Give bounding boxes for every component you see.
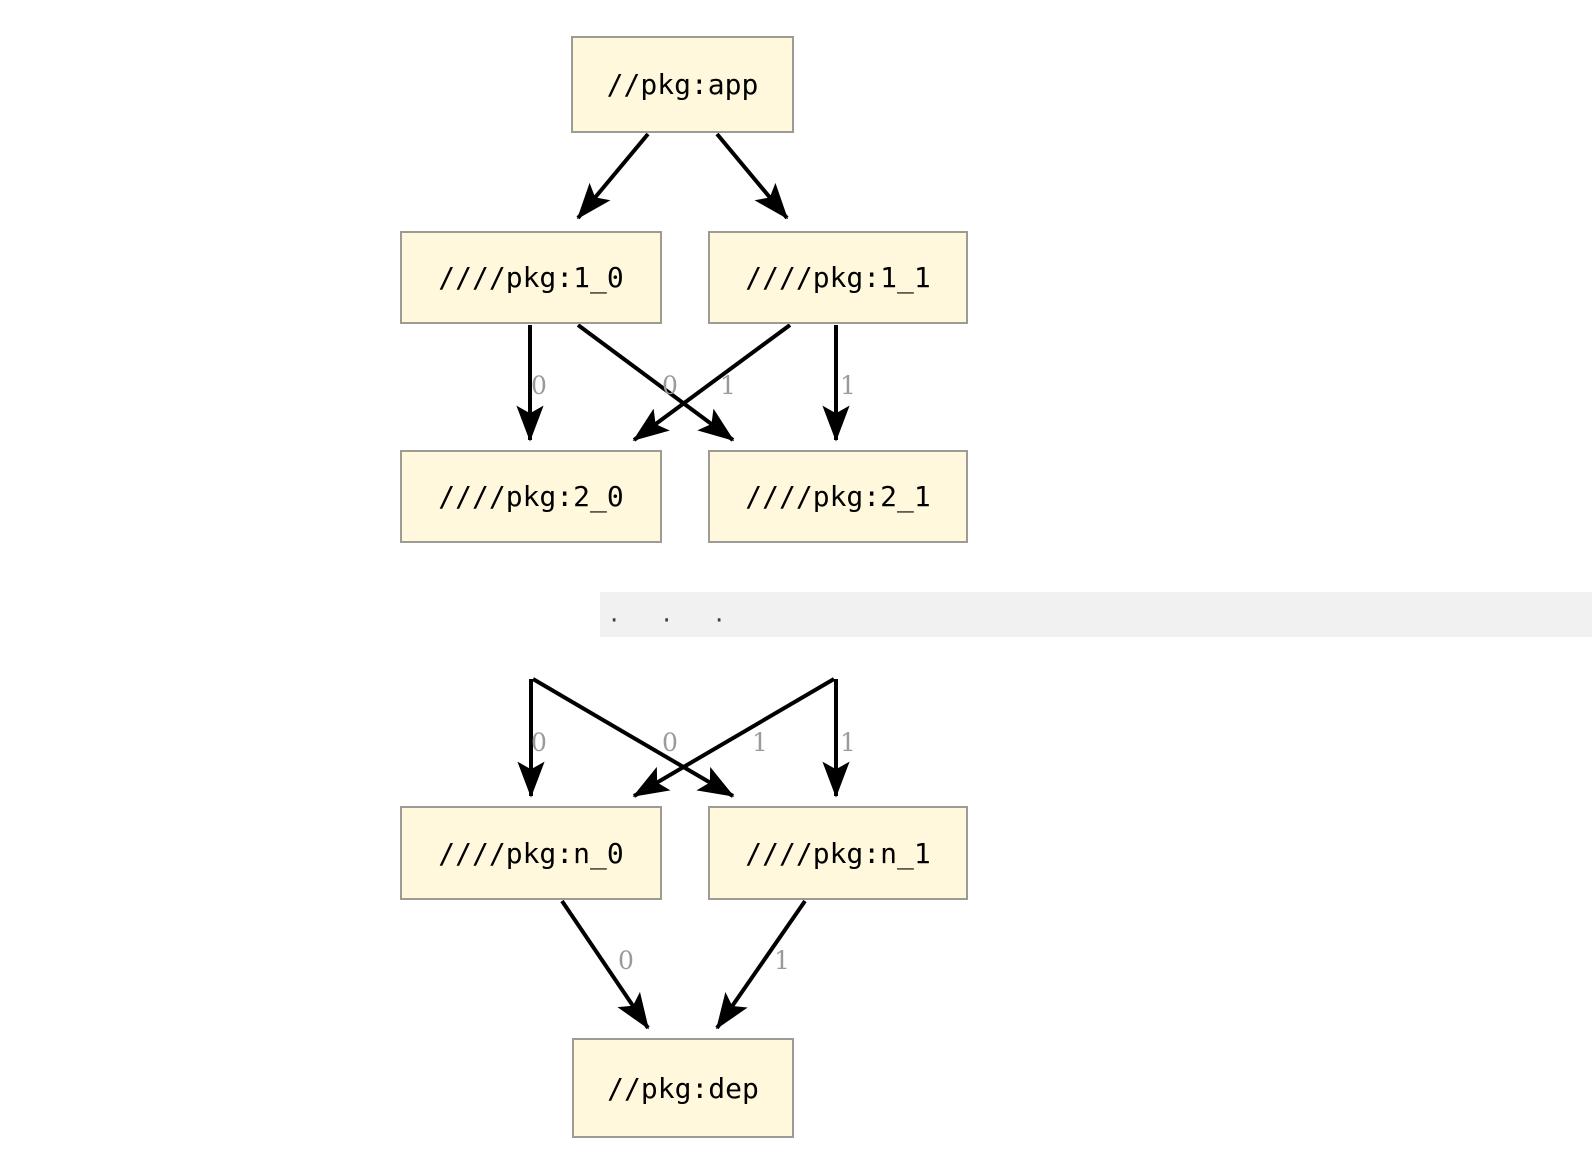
node-label: //pkg:app [606, 68, 759, 101]
edge-label-1_1-to-2_1: 1 [840, 371, 856, 400]
node-pkg-1_1[interactable]: ////pkg:1_1 [708, 231, 968, 324]
node-pkg-2_1[interactable]: ////pkg:2_1 [708, 450, 968, 543]
edge-label-above-to-n_1-cross: 0 [662, 728, 678, 757]
ellipsis-separator: · · · [600, 592, 1592, 637]
node-pkg-2_0[interactable]: ////pkg:2_0 [400, 450, 662, 543]
node-label: ////pkg:1_1 [745, 261, 931, 294]
node-label: ////pkg:n_0 [438, 836, 624, 870]
edge-label-n_0-to-dep: 0 [618, 946, 634, 975]
node-label: ////pkg:2_0 [438, 480, 624, 513]
edge-n_1-to-dep [715, 899, 807, 1030]
edge-app-to-1_0 [576, 132, 650, 220]
edge-label-1_0-to-2_0: 0 [531, 371, 547, 400]
edge-n_0-to-dep [560, 899, 650, 1030]
edge-label-1_0-to-2_1: 0 [662, 371, 678, 400]
edge-app-to-1_1 [715, 132, 789, 220]
node-pkg-dep[interactable]: //pkg:dep [572, 1038, 794, 1138]
edge-above-to-n_1-cross [531, 677, 735, 798]
edge-label-above-to-n_0-cross: 1 [752, 728, 768, 757]
node-label: ////pkg:1_0 [438, 261, 624, 294]
edge-above-to-n_0-cross [632, 677, 836, 798]
edge-label-n_1-to-dep: 1 [774, 946, 790, 975]
edge-label-1_1-to-2_0: 1 [720, 371, 736, 400]
node-pkg-1_0[interactable]: ////pkg:1_0 [400, 231, 662, 324]
node-label: //pkg:dep [607, 1071, 759, 1105]
edge-1_0-to-2_1 [576, 323, 735, 442]
node-pkg-n_1[interactable]: ////pkg:n_1 [708, 806, 968, 900]
edge-1_1-to-2_0 [632, 323, 792, 442]
node-label: ////pkg:n_1 [745, 836, 931, 870]
node-label: ////pkg:2_1 [745, 480, 931, 513]
node-pkg-n_0[interactable]: ////pkg:n_0 [400, 806, 662, 900]
edge-label-above-to-n_1: 1 [840, 728, 856, 757]
node-pkg-app[interactable]: //pkg:app [571, 36, 794, 133]
ellipsis-dots-label: · · · [610, 605, 742, 636]
edge-label-above-to-n_0: 0 [531, 728, 547, 757]
